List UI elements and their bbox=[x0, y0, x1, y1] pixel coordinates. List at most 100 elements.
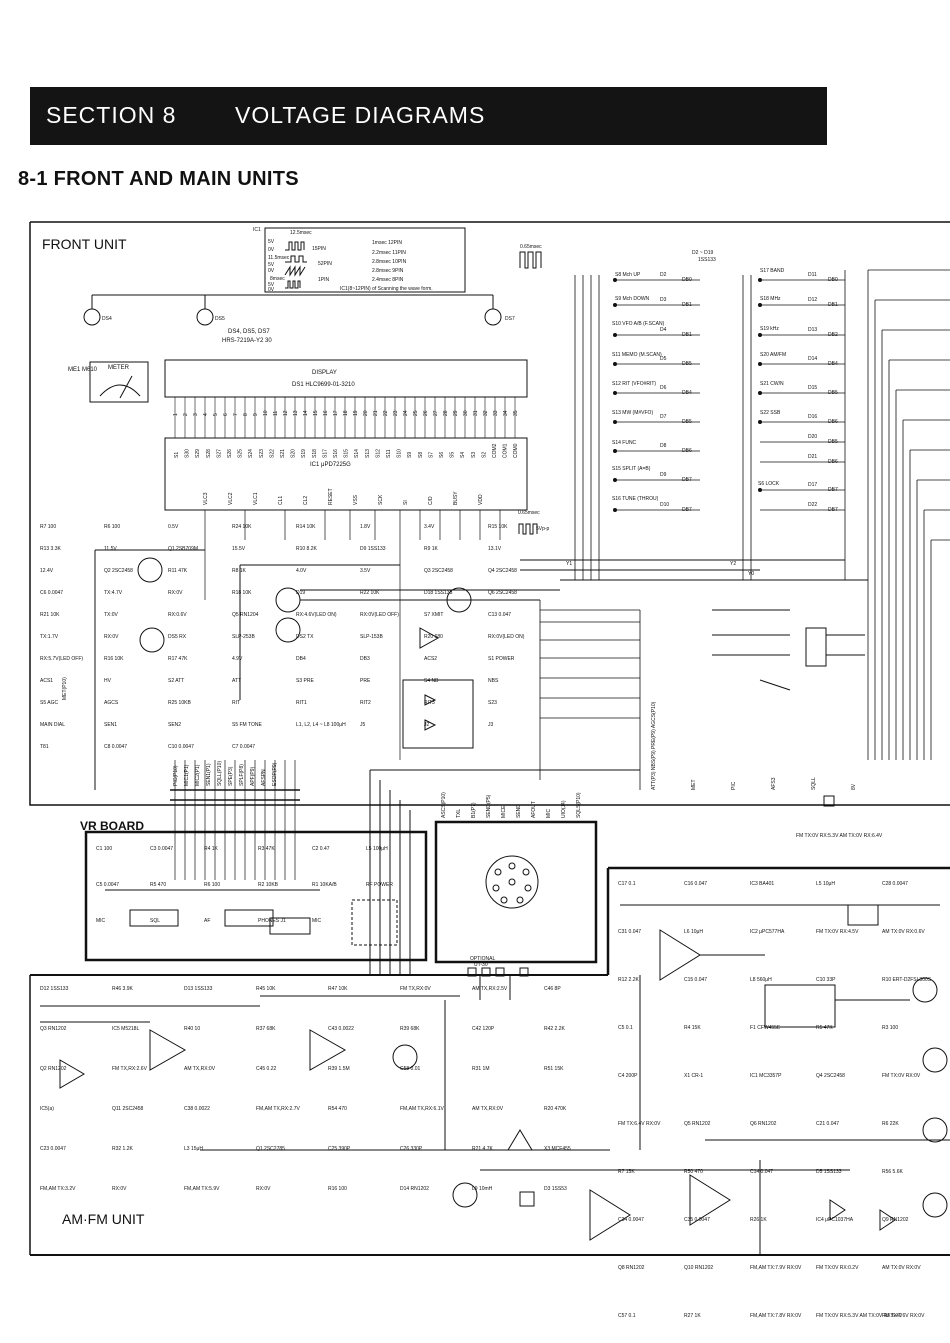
front-part-label: R25 10KB bbox=[168, 700, 191, 706]
ic1-bottom-pin-label: RESET bbox=[328, 488, 334, 505]
amfm-part-label: R45 10K bbox=[256, 986, 276, 992]
front-part-label: C10 0.0047 bbox=[168, 744, 194, 750]
switch-label: S17 BAND bbox=[760, 268, 785, 274]
front-part-label: Q1 2SB709M bbox=[168, 546, 198, 552]
display-pin-label: 17 bbox=[333, 410, 339, 416]
page-subtitle: 8-1 FRONT AND MAIN UNITS bbox=[18, 168, 299, 190]
front-part-label: C8 0.0047 bbox=[104, 744, 127, 750]
ic1-pin-label: S6 bbox=[439, 452, 445, 458]
vr-part-label: R3 47K bbox=[258, 846, 275, 852]
waveform-left-pin-3: 1PIN bbox=[318, 277, 330, 283]
front-part-label: RX:0V bbox=[104, 634, 119, 640]
amfm-part-label: R32 1.2K bbox=[112, 1146, 134, 1152]
amfm-part-label: C31 0.047 bbox=[618, 929, 641, 935]
front-part-label: RIT1 bbox=[296, 700, 307, 706]
front-part-label: R8 1K bbox=[232, 568, 247, 574]
display-pin-label: 24 bbox=[403, 410, 409, 416]
amfm-part-label: FM TX:7.6V RX:0V bbox=[882, 1313, 925, 1319]
front-part-label: S23 bbox=[488, 700, 497, 706]
ic1-pin-label: S19 bbox=[301, 449, 307, 458]
front-unit-title: FRONT UNIT bbox=[42, 236, 127, 252]
lamp-part: HRS-7219A-Y2 30 bbox=[222, 338, 272, 344]
amfm-part-label: C28 0.0047 bbox=[882, 881, 908, 887]
front-part-label: R10 8.2K bbox=[296, 546, 318, 552]
ic1-pin-label: COM1 bbox=[503, 443, 509, 458]
front-part-label: AGCS bbox=[104, 700, 119, 706]
vr-part-label: R2 10KB bbox=[258, 882, 279, 888]
front-part-label: SLP-253B bbox=[232, 634, 255, 640]
waveform-timing-1: 12.5msec bbox=[290, 230, 312, 236]
display-pin-label: 8 bbox=[243, 413, 249, 416]
display-pin-label: 32 bbox=[483, 410, 489, 416]
switch-label: S22 SSB bbox=[760, 410, 781, 416]
amfm-part-label: C43 0.0022 bbox=[328, 1026, 354, 1032]
switch-line: DB5 bbox=[828, 390, 838, 396]
switch-label: S15 SPLIT (A=B) bbox=[612, 466, 651, 472]
amfm-part-label: C10 33P bbox=[816, 977, 836, 983]
front-part-label: 12.4V bbox=[40, 568, 54, 574]
display-pin-label: 26 bbox=[423, 410, 429, 416]
connector-label: SPLF(P8) bbox=[239, 764, 245, 786]
waveform-level-6: 0V bbox=[268, 287, 275, 293]
front-part-label: R20 680 bbox=[424, 634, 443, 640]
front-part-label: D9 1SS133 bbox=[360, 546, 386, 552]
amfm-part-label: R16 100 bbox=[328, 1186, 347, 1192]
switch-diode: D10 bbox=[660, 502, 669, 508]
vr-part-label: AF bbox=[204, 918, 210, 924]
display-pin-label: 5 bbox=[213, 413, 219, 416]
front-part-label: Q5 RN1204 bbox=[232, 612, 259, 618]
vr-part-label: SQL bbox=[150, 918, 160, 924]
amfm-part-label: R26 1K bbox=[750, 1217, 767, 1223]
display-pin-label: 20 bbox=[363, 410, 369, 416]
front-part-label: 1.8V bbox=[360, 524, 371, 530]
display-pin-label: 4 bbox=[203, 413, 209, 416]
switch-line: DB1 bbox=[682, 332, 692, 338]
amfm-part-label: FM,AM TX:7.9V RX:0V bbox=[750, 1265, 802, 1271]
waveform-pin-4: 2.8msec 9PIN bbox=[372, 268, 404, 274]
ic1-bottom-pin-label: VDD bbox=[478, 494, 484, 505]
waveform-level-2: 0V bbox=[268, 247, 275, 253]
front-part-label: 3.5V bbox=[360, 568, 371, 574]
ic1-pin-label: S7 bbox=[428, 452, 434, 458]
front-part-label: 4.9V bbox=[232, 656, 243, 662]
amfm-part-label: FM TX:0V RX:4.5V bbox=[816, 929, 859, 935]
amfm-part-label: C4 200P bbox=[618, 1073, 638, 1079]
waveform-left-pin-1: 15PIN bbox=[312, 246, 326, 252]
amfm-part-label: R10 ERT-D2FSL300S bbox=[882, 977, 932, 983]
waveform-level-1: 5V bbox=[268, 239, 275, 245]
amfm-part-label: RX:0V bbox=[256, 1186, 271, 1192]
amfm-part-label: R21 4.7K bbox=[472, 1146, 494, 1152]
amfm-part-label: D13 1SS133 bbox=[184, 986, 213, 992]
switch-line: DB7 bbox=[682, 507, 692, 513]
amfm-part-label: R20 470K bbox=[544, 1106, 567, 1112]
display-pin-label: 19 bbox=[353, 410, 359, 416]
switch-diode: D4 bbox=[660, 327, 667, 333]
display-pin-label: 12 bbox=[283, 410, 289, 416]
front-part-label: ACS1 bbox=[40, 678, 53, 684]
display-pin-label: 31 bbox=[473, 410, 479, 416]
amfm-part-label: FM,AM TX:7.8V RX:0V bbox=[750, 1313, 802, 1319]
amfm-part-label: R51 15K bbox=[544, 1066, 564, 1072]
amfm-part-label: L6 10μH bbox=[684, 929, 703, 935]
front-part-label: ACS2 bbox=[424, 656, 437, 662]
front-part-label: 11.5V bbox=[104, 546, 117, 552]
display-pin-label: 25 bbox=[413, 410, 419, 416]
amfm-part-label: C26 330P bbox=[400, 1146, 423, 1152]
switch-diode: D11 bbox=[808, 272, 817, 278]
front-part-label: SLP-153B bbox=[360, 634, 383, 640]
switch-line: DB4 bbox=[682, 390, 692, 396]
switch-label: S12 RIT (VFO#RIT) bbox=[612, 381, 656, 387]
connector-label: SEND bbox=[516, 804, 522, 818]
front-part-label: S5 AGC bbox=[40, 700, 58, 706]
amfm-part-label: X3 MCF455 bbox=[544, 1146, 571, 1152]
met-label: MET(P10) bbox=[62, 677, 68, 700]
meter-label: METER bbox=[108, 365, 130, 371]
front-part-label: RX:5.7V(LED OFF) bbox=[40, 656, 83, 662]
amfm-part-label: R5 47K bbox=[816, 1025, 833, 1031]
switch-label: S13 MW (M#VFO) bbox=[612, 410, 653, 416]
